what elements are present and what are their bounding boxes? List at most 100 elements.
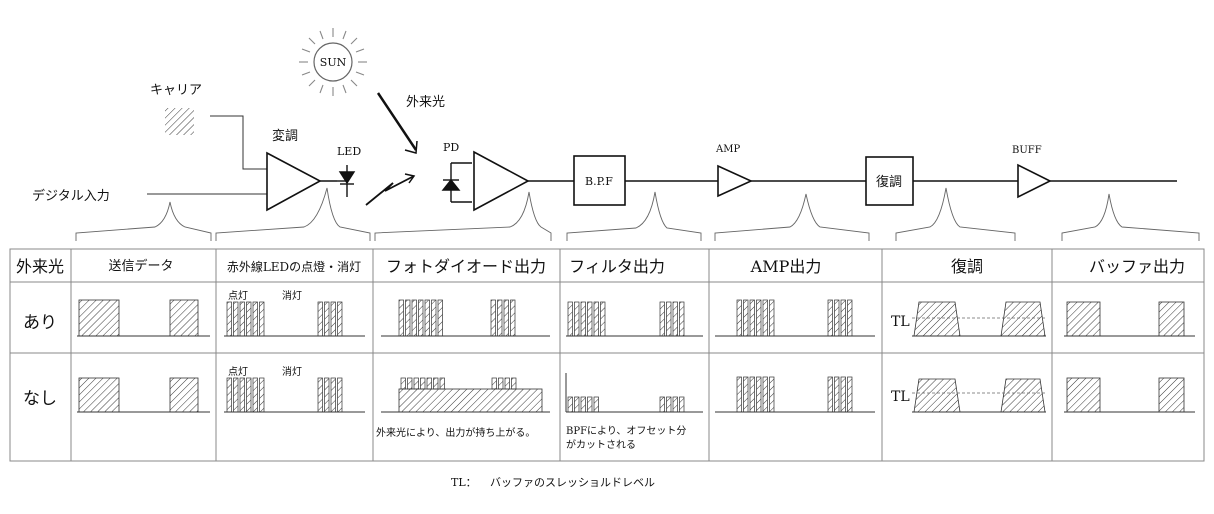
pd-label: PD [443, 141, 459, 154]
carrier-pulse [420, 377, 426, 390]
carrier-pulse [437, 299, 443, 337]
amp-block [717, 164, 753, 198]
header-col-5: AMP出力 [750, 257, 822, 276]
digital-input-label: デジタル入力 [32, 188, 110, 204]
carrier-pulse [317, 377, 323, 413]
carrier-pulse [756, 299, 762, 337]
buffer-block [1017, 163, 1052, 199]
carrier-label: キャリア [150, 83, 202, 98]
note-filter-row2-line2: がカットされる [566, 438, 636, 451]
note-filter-row2-line1: BPFにより、オフセット分 [566, 425, 686, 437]
carrier-pulse [666, 301, 672, 337]
carrier-pulse [252, 377, 258, 413]
carrier-pulse [246, 301, 252, 337]
carrier-pulse [239, 377, 245, 413]
carrier-pulse [233, 377, 239, 413]
carrier-pulse [226, 377, 232, 413]
carrier-pulse [324, 377, 330, 413]
carrier-pulse [330, 377, 336, 413]
carrier-pulse [659, 301, 665, 337]
carrier-pulse [769, 299, 775, 337]
photodiode-icon [441, 162, 472, 203]
waveform-send-data-row2 [77, 377, 210, 413]
row-label-without-ambient: なし [23, 389, 57, 409]
led-label: LED [337, 145, 361, 158]
carrier-pulse [491, 377, 497, 390]
carrier-pulse [834, 299, 840, 337]
carrier-pulse [847, 376, 853, 413]
led-off-label-row2: 消灯 [282, 365, 302, 378]
modulator-block [266, 151, 322, 212]
carrier-pulse [659, 396, 665, 413]
carrier-pulse [407, 377, 413, 390]
carrier-pulse [317, 301, 323, 337]
carrier-pulse [337, 301, 343, 337]
carrier-pulse [827, 299, 833, 337]
carrier-pulse [736, 299, 742, 337]
carrier-pulse [498, 377, 504, 390]
carrier-pulse [827, 376, 833, 413]
carrier-pulse [239, 301, 245, 337]
sun-icon [299, 28, 367, 96]
waveform-led-row1 [224, 301, 365, 337]
carrier-pulse [324, 301, 330, 337]
column-callouts [75, 187, 1200, 241]
waveform-demod-row2 [912, 378, 1046, 413]
carrier-pulse [503, 299, 509, 337]
ambient-light-label: 外来光 [406, 95, 445, 110]
carrier-pulse [743, 376, 749, 413]
carrier-pulse [587, 396, 593, 413]
carrier-pulse [411, 299, 417, 337]
waveform-send-data-row1 [77, 299, 210, 337]
waveform-demod-row1 [912, 301, 1046, 337]
carrier-pulse [679, 301, 685, 337]
carrier-pulse [400, 377, 406, 390]
led-on-label-row1: 点灯 [228, 290, 248, 302]
waveform-amp-row2 [715, 376, 875, 413]
carrier-pulse [511, 377, 517, 390]
carrier-pulse [426, 377, 432, 390]
waveform-photodiode-row2 [381, 377, 550, 413]
carrier-pulse [593, 396, 599, 413]
carrier-wire [210, 115, 267, 170]
carrier-pulse [574, 301, 580, 337]
carrier-pulse [600, 301, 606, 337]
carrier-pulse [504, 377, 510, 390]
carrier-pulse [246, 377, 252, 413]
carrier-pulse [762, 376, 768, 413]
footer-legend-text: バッファのスレッショルドレベル [490, 476, 655, 489]
modulation-label: 変調 [272, 128, 298, 144]
carrier-pulse [840, 299, 846, 337]
carrier-pulse [439, 377, 445, 390]
led-icon [337, 165, 356, 197]
header-col-4: フィルタ出力 [569, 257, 665, 276]
buff-label: BUFF [1012, 145, 1042, 156]
carrier-pulse [398, 299, 404, 337]
carrier-pulse [679, 396, 685, 413]
carrier-pulse [847, 299, 853, 337]
carrier-pulse [497, 299, 503, 337]
carrier-pulse [510, 299, 516, 337]
carrier-pulse [756, 376, 762, 413]
carrier-pulse [580, 301, 586, 337]
header-col-1: 送信データ [108, 258, 173, 274]
carrier-pulse [749, 299, 755, 337]
carrier-pulse [769, 376, 775, 413]
carrier-pulse [405, 299, 411, 337]
header-ambient-light: 外来光 [16, 257, 64, 276]
carrier-pulse [840, 376, 846, 413]
footer-legend-key: TL： [451, 476, 477, 489]
note-photodiode-row2: 外来光により、出力が持ち上がる。 [376, 426, 535, 439]
led-off-label-row1: 消灯 [282, 289, 302, 302]
carrier-pulse [762, 299, 768, 337]
tl-label-row2: TL [891, 389, 910, 405]
ir-signal-icon [365, 173, 416, 206]
waveform-buffer-row2 [1064, 377, 1195, 413]
row-label-with-ambient: あり [23, 313, 57, 333]
carrier-pulse [743, 299, 749, 337]
carrier-pulse [413, 377, 419, 390]
header-col-6: 復調 [951, 257, 983, 276]
carrier-signal-icon [165, 108, 194, 135]
waveform-led-row2 [224, 377, 365, 413]
bpf-block [573, 155, 626, 206]
